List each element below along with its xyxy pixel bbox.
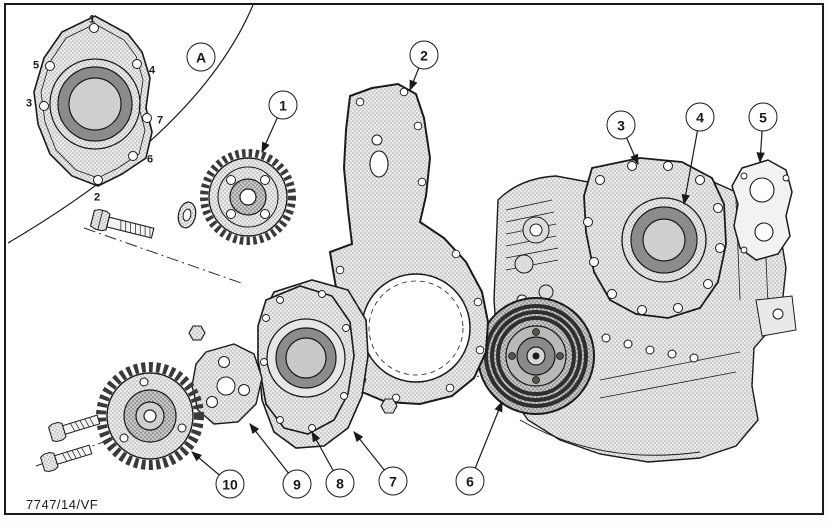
stud-nut-1	[188, 325, 206, 341]
callout-5: 5	[748, 102, 778, 132]
stud-nut-2	[380, 398, 398, 414]
washer	[177, 201, 197, 229]
callout-3: 3	[606, 110, 636, 140]
detail-seal-plate	[33, 15, 153, 187]
mounting-bolt	[89, 209, 155, 239]
bolt-seq-3: 3	[25, 97, 33, 110]
bolt-seq-4: 4	[148, 64, 156, 77]
callout-4: 4	[685, 102, 715, 132]
timing-case-plate	[583, 157, 727, 319]
detail-separator-arc	[7, 4, 254, 244]
front-timing-cover	[328, 82, 490, 406]
callout-9: 9	[282, 469, 312, 499]
figure-code: 7747/14/VF	[26, 497, 99, 512]
bolt-seq-6: 6	[146, 153, 154, 166]
callout-8: 8	[325, 468, 355, 498]
housing-gasket	[191, 343, 263, 425]
crankshaft-seal	[621, 197, 707, 283]
camshaft-sprocket	[200, 149, 296, 245]
bolt-seq-1: 1	[88, 13, 96, 26]
bolt-seq-7: 7	[156, 114, 164, 127]
callout-6: 6	[455, 466, 485, 496]
callout-7: 7	[378, 466, 408, 496]
bolt-seq-2: 2	[93, 191, 101, 204]
idler-gear	[96, 362, 204, 470]
callout-1: 1	[268, 90, 298, 120]
seal-housing	[257, 285, 355, 435]
pump-gasket	[731, 159, 793, 261]
lower-bolt-1	[47, 414, 101, 443]
lower-bolt-2	[39, 444, 93, 473]
callout-A: A	[186, 42, 216, 72]
crankshaft-pulley	[477, 297, 595, 415]
callout-2: 2	[409, 40, 439, 70]
bolt-seq-5: 5	[32, 59, 40, 72]
callout-10: 10	[215, 469, 245, 499]
